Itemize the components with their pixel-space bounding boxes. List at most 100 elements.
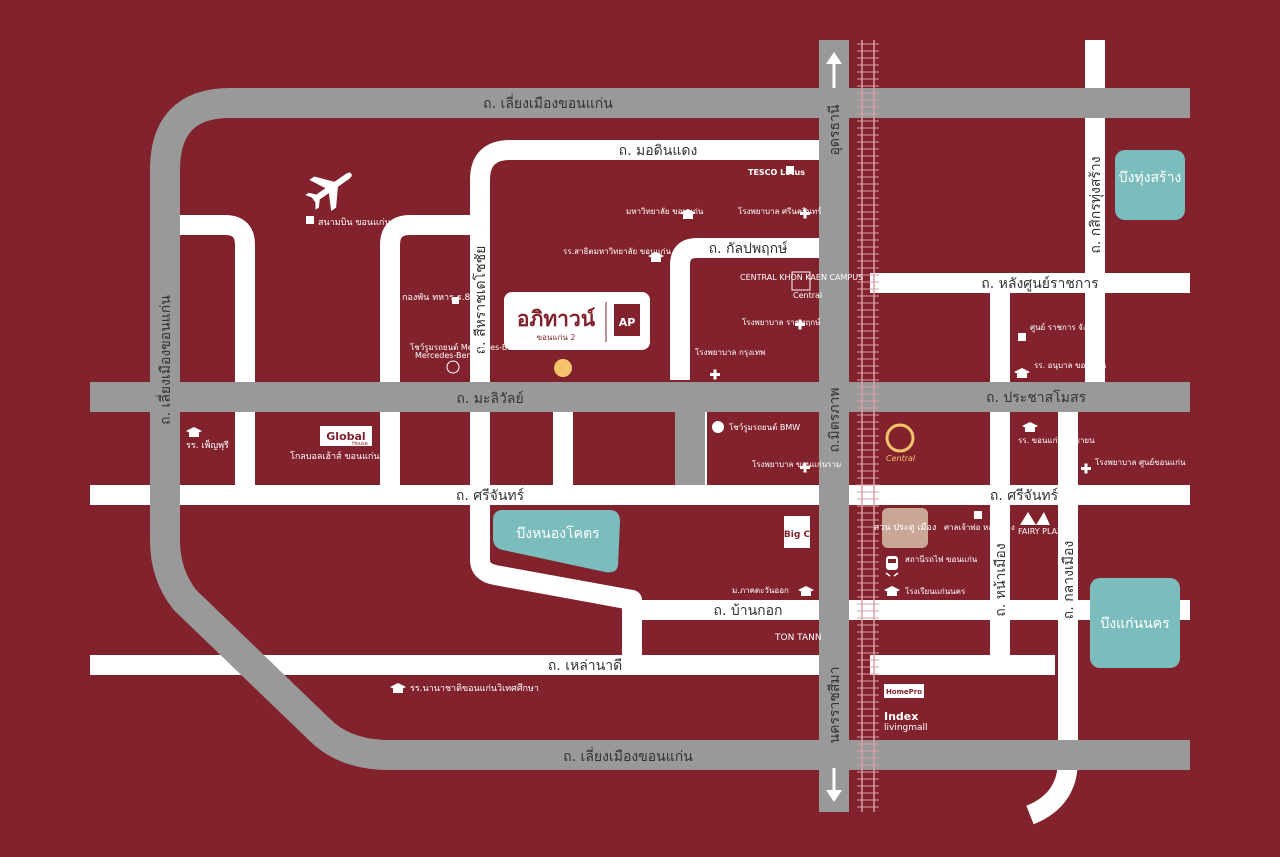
poi-kaennakhon-school: โรงเรียนแก่นนคร xyxy=(905,586,966,596)
road-nong-khot-south xyxy=(470,400,642,660)
hospital-cross-icon xyxy=(1081,463,1091,474)
label-srichan-left: ถ. ศรีจันทร์ xyxy=(456,487,525,504)
railway xyxy=(857,40,879,812)
project-pin xyxy=(554,359,572,377)
graduation-cap-icon xyxy=(680,209,696,219)
label-srichan-right: ถ. ศรีจันทร์ xyxy=(990,487,1059,504)
poi-satit: รร.สาธิตมหาวิทยาลัย ขอนแก่น xyxy=(563,247,671,256)
poi-nanachat: รร.นานาชาติขอนแก่นวิเทศศึกษา xyxy=(410,683,539,694)
north-arrow-icon xyxy=(826,52,842,88)
road-sahatsachai-west xyxy=(380,215,480,400)
poi-index-sub: livingmall xyxy=(884,723,928,733)
label-maliwan: ถ. มะลิวัลย์ xyxy=(456,390,523,407)
road-kanlapaphruek xyxy=(670,238,830,380)
label-prachasamosorn: ถ. ประชาสโมสร xyxy=(986,389,1087,406)
pois: สนามบิน ขอนแก่น กองพัน ทหาร ร.8 โชว์รูมร… xyxy=(186,166,1186,733)
secondary-roads xyxy=(90,40,1190,825)
train-icon xyxy=(885,556,899,577)
label-sahatsachai: ถ. สีหราชเดโชชัย xyxy=(472,246,489,355)
lake-kaen-nakhon-label: บึงแก่นนคร xyxy=(1100,616,1170,632)
lakes: บึงทุ่งสร้าง บึงหนองโคตร บึงแก่นนคร xyxy=(493,150,1185,668)
label-klang-muang: ถ. กลางเมือง xyxy=(1061,541,1077,619)
road-left-loop xyxy=(180,215,255,485)
label-ring-bottom: ถ. เลี่ยงเมืองขอนแก่น xyxy=(563,747,693,765)
central-mall-logo-icon xyxy=(885,423,915,453)
hospital-cross-icon xyxy=(800,208,810,219)
label-nakhon: นครราชสีมา xyxy=(827,667,843,744)
poi-benz: โชว์รูมรถยนต์ Mercedes-Benz xyxy=(410,342,522,353)
lake-thung-sang-label: บึงทุ่งสร้าง xyxy=(1119,170,1182,186)
poi-homepro: HomePro xyxy=(886,688,922,696)
poi-bmw: โชว์รูมรถยนต์ BMW xyxy=(729,422,800,433)
label-mittraphap: ถ.มิตรภาพ xyxy=(827,387,843,452)
poi-index: Index xyxy=(884,710,918,723)
label-ban-kok: ถ. บ้านกอก xyxy=(713,603,782,619)
graduation-cap-icon xyxy=(798,586,814,596)
poi-phenphuri: รร. เพ็ญพุรี xyxy=(186,438,229,451)
fairy-plaza-logo xyxy=(1020,512,1050,525)
poi-tontann: TON TANN xyxy=(774,633,822,643)
poi-station: สถานีรถไฟ ขอนแก่น xyxy=(905,555,978,564)
poi-sun-rachakan: ศูนย์ ราชการ จังหวัด xyxy=(1030,322,1102,333)
poi-ratchaphruek: โรงพยาบาล ราชพฤกษ์ xyxy=(742,317,821,327)
primary-roads xyxy=(90,40,1190,812)
poi-central-campus: CENTRAL KHON KAEN CAMPUS xyxy=(740,273,863,282)
hospital-cross-icon xyxy=(795,319,805,330)
poi-sun-kk-hosp: โรงพยาบาล ศูนย์ขอนแก่น xyxy=(1095,457,1186,468)
label-kasikam: ถ. กสิกรทุ่งสร้าง xyxy=(1088,156,1104,253)
label-modindaeng: ถ. มอดินแดง xyxy=(619,143,698,159)
poi-kku: มหาวิทยาลัย ขอนแก่น xyxy=(626,207,704,216)
label-na-muang: ถ. หน้าเมือง xyxy=(993,543,1009,616)
poi-northeastern: ม.ภาคตะวันออก xyxy=(732,586,789,595)
label-ring-top: ถ. เลี่ยงเมืองขอนแก่น xyxy=(483,94,613,112)
graduation-cap-icon xyxy=(884,586,900,596)
poi-global: โกลบอลเฮ้าส์ ขอนแก่น xyxy=(290,450,380,462)
global-logo-text: Global xyxy=(326,430,365,443)
graduation-cap-icon xyxy=(1014,368,1030,378)
park-suan xyxy=(882,508,928,548)
lake-thung-sang xyxy=(1115,150,1185,220)
poi-army: กองพัน ทหาร ร.8 xyxy=(402,293,471,303)
poi-suan: สวน ประตู เมือง xyxy=(874,522,936,533)
hospital-cross-icon xyxy=(710,369,720,380)
project-name: อภิทาวน์ xyxy=(517,307,596,331)
project-sub: ขอนแก่น 2 xyxy=(537,333,576,342)
bigc-logo xyxy=(784,516,810,548)
poi-tesco: TESCO Lotus xyxy=(748,168,805,177)
poi-bangkok-hosp: โรงพยาบาล กรุงเทพ xyxy=(695,347,765,357)
poi-srinagarind: โรงพยาบาล ศรีนครินทร์ xyxy=(738,206,822,216)
poi-central-mall: Central xyxy=(886,454,916,463)
ap-logo-text: AP xyxy=(619,316,636,329)
label-lang-sunrachakan: ถ. หลังศูนย์ราชการ xyxy=(981,275,1099,292)
graduation-cap-icon xyxy=(648,252,664,262)
ap-logo xyxy=(614,304,640,336)
global-house-logo xyxy=(320,426,372,446)
label-ring-left: ถ. เลี่ยงเมืองขอนแก่น xyxy=(156,295,174,425)
poi-anuban: รร. อนุบาล ขอนแก่น xyxy=(1034,361,1107,370)
poi-khonkaen-wittayayon: รร. ขอนแก่น วิทยายน xyxy=(1018,436,1095,445)
graduation-cap-icon xyxy=(1022,422,1038,432)
label-udon: อุดรธานี xyxy=(827,104,843,155)
road-ring xyxy=(150,88,1190,770)
road-modindaeng xyxy=(470,140,830,400)
poi-khonkaen-ram: โรงพยาบาล ขอนแก่นราม xyxy=(752,459,841,469)
lake-nong-khot-label: บึงหนองโคตร xyxy=(516,525,600,542)
label-kanlapaphruek: ถ. กัลปพฤกษ์ xyxy=(709,240,788,257)
poi-fairy: FAIRY PLAZA xyxy=(1018,527,1069,536)
project-marker[interactable]: อภิทาวน์ ขอนแก่น 2 AP xyxy=(504,292,650,377)
central-logo-icon xyxy=(791,271,811,291)
graduation-cap-icon xyxy=(186,427,202,437)
poi-benz-caption: Mercedes-Benz xyxy=(415,351,476,360)
poi-bigc: Big C xyxy=(784,530,811,540)
south-arrow-icon xyxy=(826,768,842,802)
homepro-logo xyxy=(884,684,924,698)
lake-nong-khot xyxy=(493,510,620,573)
poi-central-small: Central xyxy=(793,291,822,300)
road-labels: ถ. เลี่ยงเมืองขอนแก่น ถ. เลี่ยงเมืองขอนแ… xyxy=(156,94,1104,765)
global-logo-sub: House xyxy=(352,441,368,447)
hospital-cross-icon xyxy=(800,462,810,473)
poi-airport: สนามบิน ขอนแก่น xyxy=(318,217,390,228)
graduation-cap-icon xyxy=(390,683,406,693)
